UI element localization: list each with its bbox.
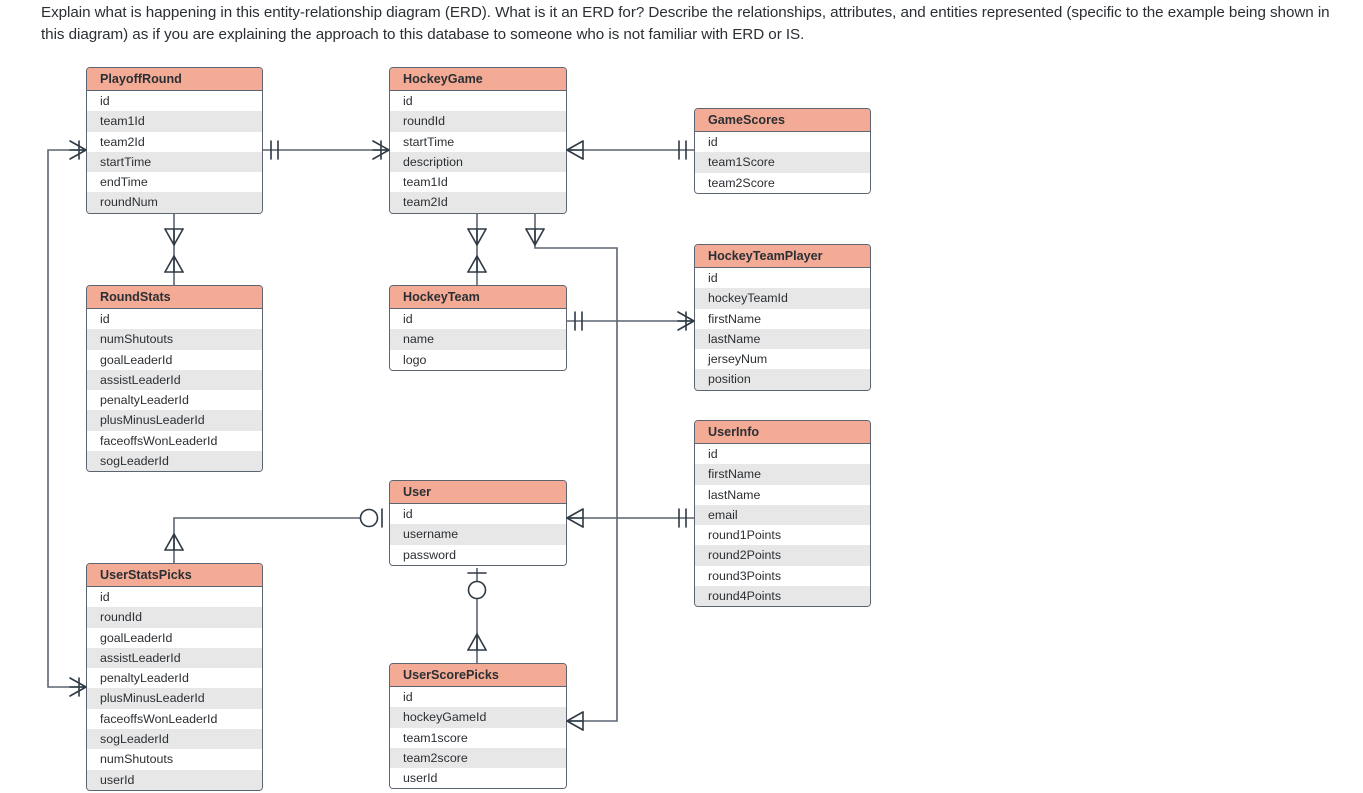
attribute-row: goalLeaderId [87,349,262,370]
attribute-row: position [695,369,870,390]
attribute-row: faceoffsWonLeaderId [87,708,262,730]
attribute-row: sogLeaderId [87,451,262,472]
prompt-text: Explain what is happening in this entity… [41,4,1330,43]
attribute-row: id [390,504,566,525]
attribute-row: team2Score [695,172,870,193]
attribute-row: name [390,329,566,350]
attribute-row: team2Id [390,192,566,213]
attribute-row: team1Id [87,111,262,132]
attribute-row: id [390,309,566,330]
attribute-row: password [390,544,566,565]
attribute-row: id [390,687,566,708]
attribute-row: assistLeaderId [87,647,262,669]
attribute-row: userId [87,769,262,790]
attribute-row: firstName [695,464,870,485]
attribute-row: id [695,268,870,289]
attribute-row: team1Id [390,172,566,193]
attribute-row: id [695,132,870,153]
attribute-row: id [87,91,262,112]
attribute-row: roundId [87,607,262,628]
attribute-row: lastName [695,328,870,350]
attribute-row: startTime [390,131,566,152]
attribute-row: team1score [390,727,566,748]
attribute-row: logo [390,349,566,370]
attribute-row: assistLeaderId [87,369,262,391]
entity-title: RoundStats [87,286,262,309]
attribute-row: id [695,444,870,465]
attribute-row: startTime [87,151,262,173]
attribute-row: username [390,524,566,545]
entity-title: UserScorePicks [390,664,566,687]
attribute-row: hockeyGameId [390,707,566,728]
attribute-row: penaltyLeaderId [87,390,262,411]
attribute-row: plusMinusLeaderId [87,410,262,431]
entity-title: HockeyGame [390,68,566,91]
attribute-row: id [87,309,262,330]
attribute-row: endTime [87,172,262,193]
entity-title: GameScores [695,109,870,132]
attribute-row: id [390,91,566,112]
attribute-row: round1Points [695,525,870,546]
attribute-row: lastName [695,484,870,505]
attribute-row: firstName [695,308,870,329]
attribute-row: numShutouts [87,749,262,770]
attribute-row: roundId [390,111,566,132]
entity-title: UserStatsPicks [87,564,262,587]
attribute-row: round3Points [695,565,870,587]
attribute-row: round2Points [695,545,870,566]
attribute-row: email [695,504,870,526]
attribute-row: team1Score [695,152,870,173]
attribute-row: sogLeaderId [87,729,262,750]
attribute-row: penaltyLeaderId [87,668,262,689]
attribute-row: jerseyNum [695,349,870,370]
attribute-row: userId [390,768,566,789]
attribute-row: faceoffsWonLeaderId [87,430,262,452]
attribute-row: numShutouts [87,329,262,350]
entity-title: UserInfo [695,421,870,444]
attribute-row: team2Id [87,131,262,152]
attribute-row: roundNum [87,192,262,213]
entity-title: HockeyTeamPlayer [695,245,870,268]
attribute-row: team2score [390,747,566,769]
entity-title: PlayoffRound [87,68,262,91]
entity-title: HockeyTeam [390,286,566,309]
attribute-row: id [87,587,262,608]
attribute-row: hockeyTeamId [695,288,870,309]
attribute-row: round4Points [695,586,870,607]
entity-title: User [390,481,566,504]
attribute-row: description [390,151,566,173]
attribute-row: goalLeaderId [87,627,262,648]
attribute-row: plusMinusLeaderId [87,688,262,709]
